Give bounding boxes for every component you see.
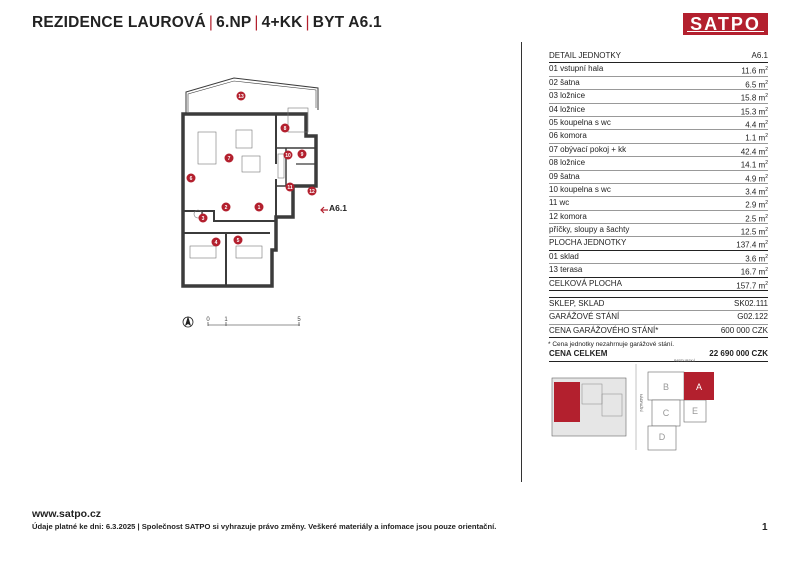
title-separator: |: [305, 14, 310, 31]
unit-label: BYT A6.1: [312, 14, 382, 31]
street-label-side: NÁDRAŽNÍ: [639, 394, 644, 412]
page-title: REZIDENCE LAUROVÁ|6.NP|4+KK|BYT A6.1: [32, 14, 382, 32]
room-number-13: 13: [238, 94, 244, 100]
garage-price-row: CENA GARÁŽOVÉHO STÁNÍ*600 000 CZK: [549, 325, 768, 339]
title-separator: |: [208, 14, 214, 31]
room-number-3: 3: [202, 216, 205, 222]
room-number-9: 9: [301, 152, 304, 158]
price-note: * Cena jednotky nezahrnuje garážové stán…: [548, 341, 675, 348]
column-divider: [521, 42, 522, 482]
block-b-label: B: [663, 382, 669, 392]
block-d-label: D: [659, 432, 666, 442]
floor-label: 6.NP: [216, 14, 252, 31]
footer-url[interactable]: www.satpo.cz: [32, 508, 102, 520]
page-number: 1: [762, 522, 768, 533]
room-number-11: 11: [287, 185, 293, 191]
room-number-6: 6: [190, 176, 193, 182]
room-number-5: 5: [237, 238, 240, 244]
table-header-value: A6.1: [751, 51, 768, 60]
north-letter: N: [183, 326, 185, 330]
plan-unit-label: A6.1: [329, 203, 347, 213]
block-e-label: E: [692, 406, 698, 416]
satpo-logo: SATPO: [683, 13, 768, 35]
room-number-4: 4: [215, 240, 218, 246]
scale-tick-0: 0: [206, 317, 210, 323]
table-header-row: DETAIL JEDNOTKY A6.1: [549, 50, 768, 64]
floor-plan: 1 2 3 4 5 6 7 8 9 10 11 12 13: [181, 77, 328, 288]
room-number-1: 1: [258, 205, 261, 211]
entrance-arrow-icon: [320, 206, 328, 214]
scale-tick-1: 1: [224, 317, 228, 323]
room-number-12: 12: [309, 189, 315, 195]
table-header-label: DETAIL JEDNOTKY: [549, 51, 622, 60]
title-separator: |: [254, 14, 259, 31]
layout-label: 4+KK: [261, 14, 303, 31]
scale-bar: N 0 1 5: [182, 316, 301, 330]
room-number-8: 8: [284, 126, 287, 132]
street-label-top: PARDUBSKÁ: [674, 359, 696, 363]
block-a-label: A: [696, 382, 702, 392]
north-arrow-icon: [182, 316, 194, 328]
room-number-7: 7: [228, 156, 231, 162]
room-number-10: 10: [285, 153, 291, 159]
block-c-label: C: [663, 408, 670, 418]
building-key-map: A B C D E PARDUBSKÁ NÁDRAŽNÍ: [551, 359, 714, 451]
project-name: REZIDENCE LAUROVÁ: [32, 14, 206, 31]
footer-disclaimer: Údaje platné ke dni: 6.3.2025 | Společno…: [32, 522, 497, 531]
room-number-2: 2: [225, 205, 228, 211]
scale-tick-5: 5: [297, 317, 301, 323]
